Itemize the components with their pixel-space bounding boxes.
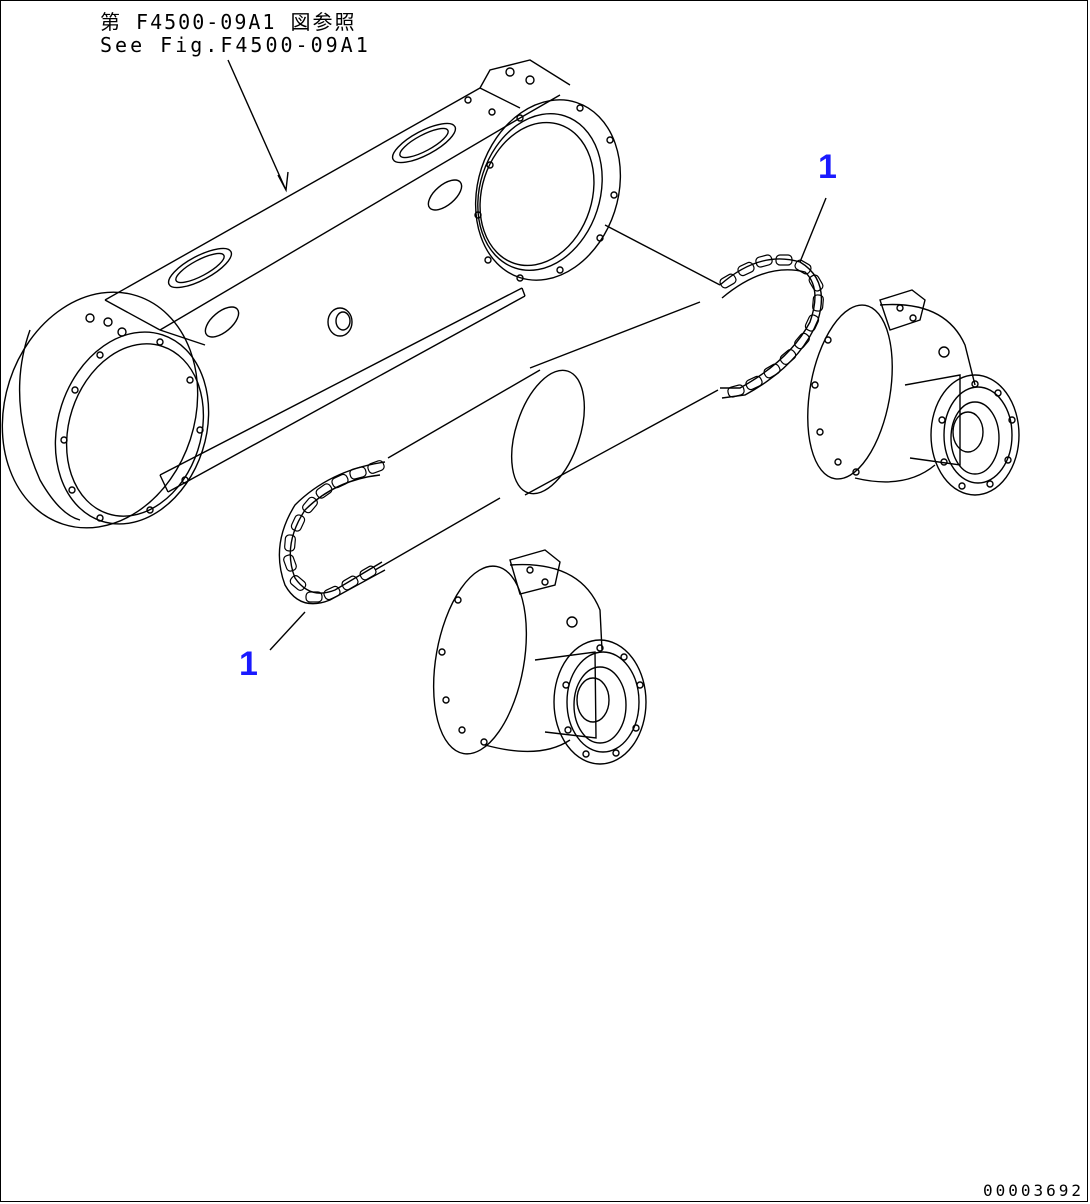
reference-note-english: See Fig.F4500-09A1 (100, 33, 371, 57)
final-drive-housing-icon (420, 550, 646, 764)
callout-1-lower: 1 (239, 645, 258, 683)
reference-note-japanese: 第 F4500-09A1 図参照 (100, 10, 357, 34)
leader-arrow (228, 60, 288, 190)
chain-case-icon (0, 60, 643, 553)
chain-icon (270, 460, 385, 650)
callout-1-upper: 1 (818, 148, 837, 186)
final-drive-housing-icon (795, 290, 1019, 495)
figure-number: 00003692 (982, 1181, 1084, 1200)
chain-icon (719, 198, 826, 398)
alignment-lines (375, 225, 720, 570)
